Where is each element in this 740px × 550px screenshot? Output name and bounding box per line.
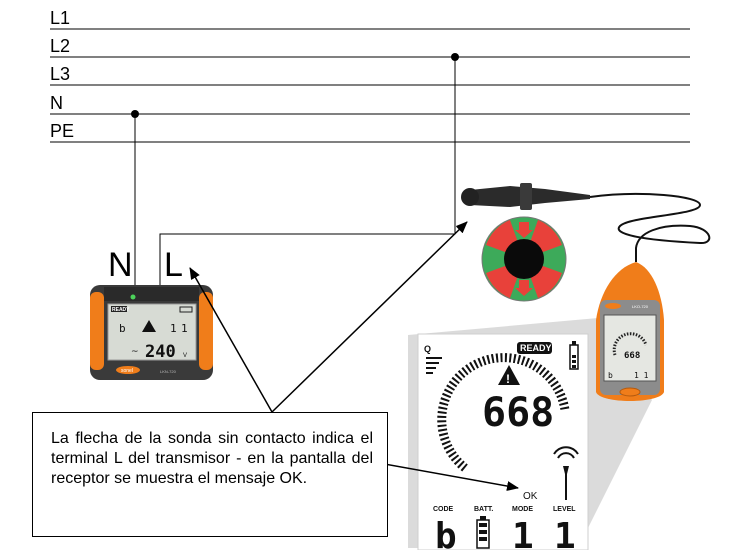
terminal-label-n: N xyxy=(108,246,133,284)
terminal-label-l: L xyxy=(164,246,183,284)
probe-cable xyxy=(589,192,711,262)
bus-label-l2: L2 xyxy=(50,36,70,56)
lcd-ok-text: OK xyxy=(523,491,538,502)
arrow-down-top-icon xyxy=(515,222,533,238)
receiver-device: LKO-720 668 b 1 1 xyxy=(596,262,664,401)
transmitter-device: READY b 1 1 ~ 240 V sonel LKN-720 xyxy=(90,285,213,380)
bus-label-l3: L3 xyxy=(50,64,70,84)
transmitter-led xyxy=(130,294,136,300)
explanation-text: La flecha de la sonda sin contacto indic… xyxy=(51,430,373,487)
lcd-q-label: Q xyxy=(424,344,431,354)
transmitter-digit-b: 1 xyxy=(181,322,188,335)
receiver-screen xyxy=(603,314,657,382)
pointer-arrows xyxy=(189,221,519,491)
transmitter-battery-icon xyxy=(179,306,193,313)
bus-label-l1: L1 xyxy=(50,8,70,28)
transmitter-value: 240 xyxy=(145,342,176,362)
receiver-model: LKO-720 xyxy=(632,304,649,309)
lcd-ready-text: READY xyxy=(520,343,552,353)
transmitter-unit: V xyxy=(183,353,187,359)
lcd-mode-value: 1 xyxy=(512,516,534,550)
bus-lines: L1 L2 L3 N PE xyxy=(50,8,690,143)
lcd-main-value: 668 xyxy=(482,390,554,436)
arrow-to-probe-tip xyxy=(271,221,468,413)
probe xyxy=(461,183,711,262)
explanation-note: La flecha de la sonda sin contacto indic… xyxy=(32,412,388,537)
lcd-code-label: CODE xyxy=(433,506,454,513)
transmitter-ready-text: READY xyxy=(112,307,130,313)
probe-tip-indicator xyxy=(481,216,567,302)
indicator-center xyxy=(504,239,544,279)
lcd-q-bars xyxy=(426,357,442,374)
transmitter-orange-left xyxy=(90,292,104,370)
lcd-direction-icon xyxy=(553,446,579,500)
transmitter-code: b xyxy=(119,322,126,335)
probe-tip xyxy=(461,188,479,206)
lcd-signal-arc xyxy=(437,353,570,472)
transmitter-model: LKN-720 xyxy=(160,369,177,374)
arrow-to-ok-text xyxy=(361,459,519,491)
lcd-mode-label: MODE xyxy=(512,506,533,513)
transmitter-logo-badge xyxy=(116,366,140,374)
bus-label-pe: PE xyxy=(50,121,74,141)
transmitter-orange-right xyxy=(199,292,213,370)
lcd-battery-bottom-icon xyxy=(476,516,490,549)
receiver-lcd-enlarged: Q READY ! 668 OK CODE BATT. MODE xyxy=(417,333,589,550)
receiver-mini-code: b xyxy=(608,371,613,380)
transmitter-digit-a: 1 xyxy=(170,322,177,335)
wire-l2 xyxy=(159,57,456,292)
transmitter-top xyxy=(104,287,199,301)
probe-grip xyxy=(520,183,532,210)
transmitter-ready-badge xyxy=(111,306,127,312)
receiver-mini-value: 668 xyxy=(624,351,640,361)
junction-dot-n xyxy=(131,110,139,118)
lcd-battery-top-icon xyxy=(569,341,579,370)
receiver-mini-arc xyxy=(612,332,648,356)
receiver-mini-mode: 1 1 xyxy=(634,371,649,380)
bus-label-n: N xyxy=(50,93,63,113)
lcd-level-value: 1 xyxy=(554,516,576,550)
lcd-warning-icon xyxy=(498,365,520,385)
receiver-button xyxy=(619,387,641,397)
lcd-warning-mark: ! xyxy=(506,372,510,386)
arrow-to-l-terminal xyxy=(189,267,273,413)
connection-wires xyxy=(131,53,459,292)
lcd-code-value: b xyxy=(435,516,457,550)
lcd-batt-label: BATT. xyxy=(474,506,493,513)
arrow-down-bottom-icon xyxy=(515,280,533,296)
lcd-level-label: LEVEL xyxy=(553,506,576,513)
lcd-ready-badge xyxy=(517,342,552,354)
transmitter-warning-icon xyxy=(142,320,156,332)
receiver-logo-badge xyxy=(605,303,621,309)
transmitter-tilde: ~ xyxy=(131,347,139,357)
junction-dot-l2 xyxy=(451,53,459,61)
transmitter-brand: sonel xyxy=(121,368,133,374)
